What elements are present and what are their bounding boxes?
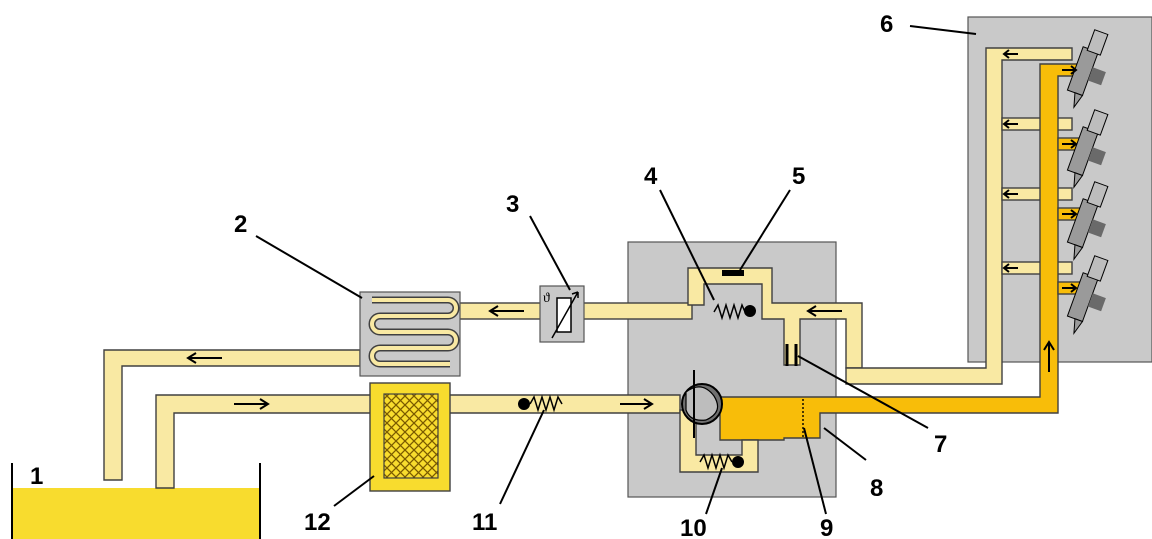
label-6: 6 [880, 11, 893, 38]
fuel-cooler [359, 291, 461, 377]
label-3: 3 [506, 191, 519, 218]
flow-arrows [186, 49, 1078, 410]
temperature-sensor: ϑ [539, 285, 585, 343]
injector-4 [1066, 255, 1109, 335]
fuel-tank [11, 463, 261, 539]
check-valve-11 [518, 394, 563, 413]
label-8: 8 [870, 475, 883, 502]
label-5: 5 [792, 163, 805, 190]
return-pipe-sensor-valve [581, 302, 693, 320]
return-pipe-tank [103, 349, 361, 481]
valve-5-cap [722, 270, 744, 276]
pump [681, 370, 723, 438]
return-pipe-to-head [845, 47, 1073, 385]
label-1: 1 [30, 463, 43, 490]
injector-3 [1066, 181, 1109, 261]
throttle-7 [785, 344, 798, 366]
leader-lines [255, 25, 977, 515]
label-12: 12 [304, 509, 331, 536]
injector-1 [1066, 29, 1109, 109]
fuel-filter [369, 382, 451, 492]
supply-pipe-pump-to-head [719, 63, 1091, 441]
valve-chamber [687, 267, 863, 369]
label-2: 2 [234, 211, 247, 238]
label-10: 10 [680, 515, 707, 539]
sensor-symbol: ϑ [543, 291, 550, 306]
valve-4-spring-ball [713, 302, 756, 321]
injector-2 [1066, 109, 1109, 189]
valve-10-spring-ball [699, 452, 744, 471]
label-4: 4 [644, 163, 658, 190]
label-7: 7 [934, 431, 947, 458]
label-11: 11 [472, 509, 497, 536]
label-9: 9 [820, 515, 833, 539]
